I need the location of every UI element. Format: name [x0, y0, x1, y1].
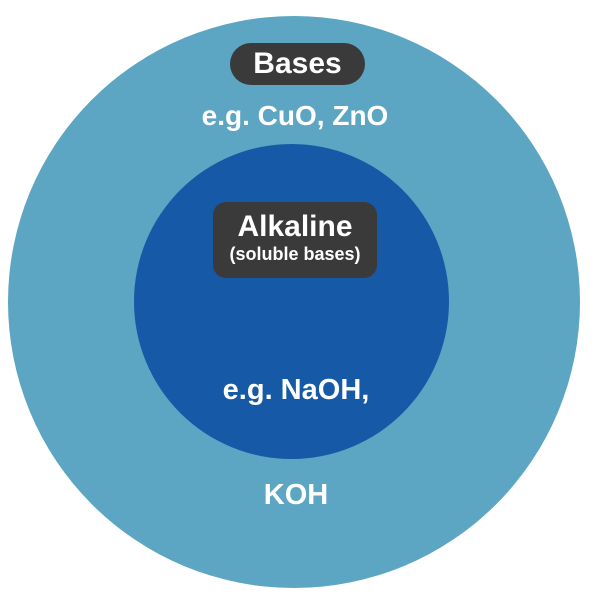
- alkaline-label: Alkaline: [237, 210, 353, 243]
- bases-examples-text: e.g. CuO, ZnO: [201, 100, 389, 131]
- alkaline-examples-line2: KOH: [263, 479, 329, 511]
- bases-label: Bases: [253, 47, 342, 80]
- bases-label-box: Bases: [230, 43, 365, 85]
- alkaline-examples-line1: e.g. NaOH,: [222, 374, 370, 406]
- alkaline-sublabel: (soluble bases): [229, 244, 361, 264]
- alkaline-label-box: Alkaline (soluble bases): [213, 202, 377, 278]
- inner-circle-alkaline: [134, 144, 449, 459]
- alkaline-examples-text: e.g. NaOH, KOH: [223, 303, 370, 583]
